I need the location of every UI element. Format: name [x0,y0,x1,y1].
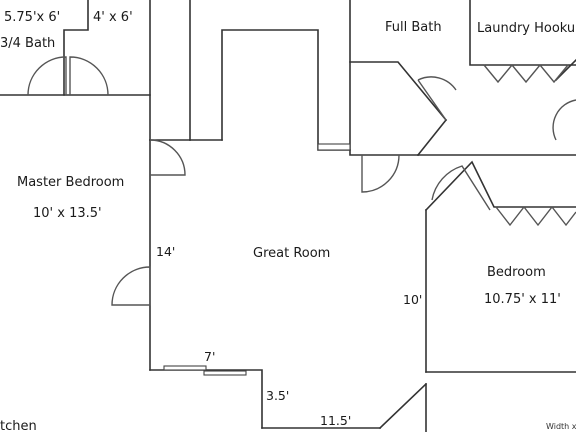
dim-11-5: 11.5' [320,413,351,428]
wall-full-bath-left [349,0,419,156]
room-labels: 5.75'x 6' 3/4 Bath 4' x 6' Full Bath Lau… [0,10,576,432]
dim-3-5: 3.5' [266,388,289,403]
wall-right-bath-stub [554,58,576,82]
window-bottom-left [163,365,207,371]
dimension-labels: 14' 10' 7' 3.5' 11.5' [156,244,422,428]
wall-bedroom-angle [424,160,576,212]
master-bedroom-name: Master Bedroom [17,175,124,190]
great-room-name: Great Room [253,246,330,261]
door-right-bath [552,99,576,141]
door-full-bath [417,76,457,91]
window-hall [317,143,351,151]
kitchen-name: tchen [0,419,37,432]
wall-bottom-angle [378,382,428,430]
bath-small-name: 3/4 Bath [0,36,55,51]
full-bath-name: Full Bath [385,20,442,35]
corner-note: Width x [546,422,576,431]
door-bath-left [27,56,67,96]
door-hall [361,154,400,193]
door-master-upper [149,139,186,176]
door-bedroom [431,165,491,211]
door-full-bath-2 [417,79,447,121]
bifold-laundry [483,63,569,84]
dim-10: 10' [403,292,422,307]
door-master-lower [111,266,151,306]
doors [27,56,576,306]
dim-7: 7' [204,349,215,364]
wall-bottom-left [149,369,263,429]
bath-small-dims: 5.75'x 6' [4,10,60,25]
dim-14: 14' [156,244,175,259]
wall-full-bath-angle-2 [416,118,448,157]
wall-bath-divider [63,0,89,96]
windows [163,143,351,376]
bifold-bedroom [495,205,576,227]
closet-small-dims: 4' x 6' [93,10,133,25]
wall-full-bath-angle [349,61,448,122]
door-bath-right [69,56,109,96]
master-bedroom-dims: 10' x 13.5' [33,206,102,221]
bedroom-dims: 10.75' x 11' [484,292,561,307]
bedroom-name: Bedroom [487,265,546,280]
closet-doors [483,63,576,227]
wall-alcove [221,29,351,151]
laundry-name: Laundry Hookup [477,21,576,36]
window-bottom-right [203,370,247,376]
